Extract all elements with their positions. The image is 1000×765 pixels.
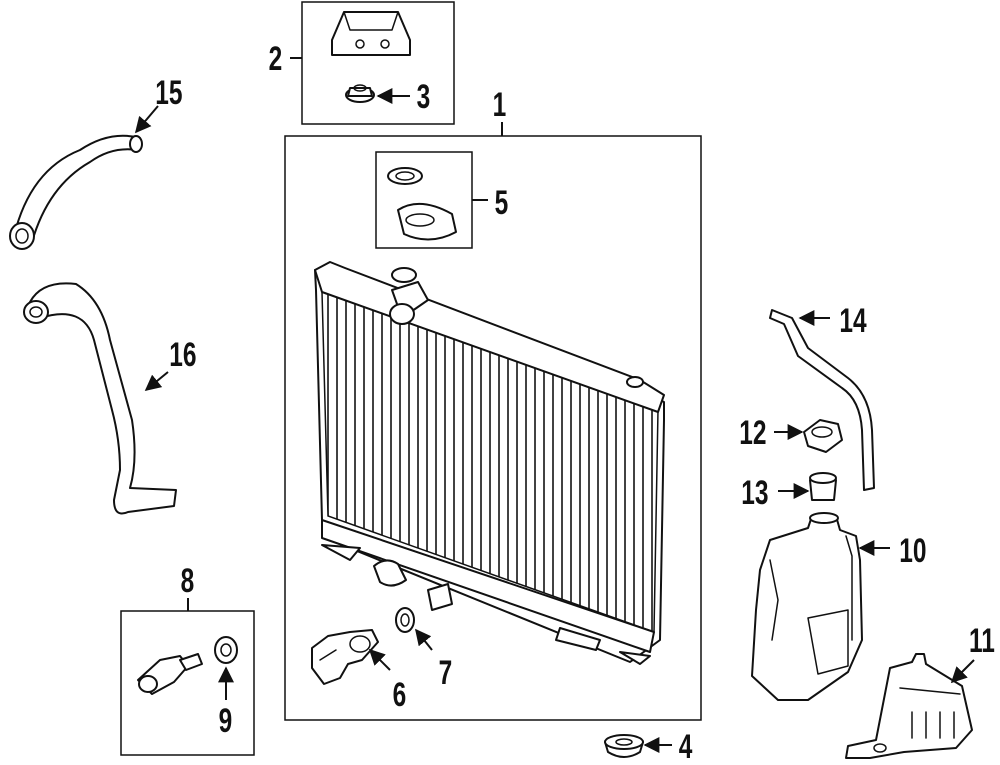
callout-15: 15 [155,74,182,112]
callout-16: 16 [169,336,196,374]
overflow-tube-group: 14 [769,302,875,491]
o-ring-part [395,607,415,633]
callout-2: 2 [269,40,283,78]
reservoir-tank-part [751,512,863,701]
temperature-sensor-part [137,653,203,695]
callout-8: 8 [181,562,195,600]
flange-nut-part [345,84,375,103]
callout-9: 9 [219,702,233,740]
callout-11: 11 [969,622,995,660]
radiator-core-part [314,261,665,665]
reservoir-bracket-group: 11 [845,622,995,759]
bracket-group: 2 3 [269,1,455,125]
callout-4: 4 [679,728,693,765]
callout-1: 1 [493,86,507,124]
leader-16 [144,371,169,392]
callout-5: 5 [495,184,509,222]
callout-10: 10 [899,532,926,570]
radiator-box [284,135,702,721]
leader-7 [415,628,433,651]
reservoir-bracket-part [845,653,973,759]
reservoir-cap-part [803,419,843,453]
sensor-group: 8 9 [120,562,255,756]
drain-plug-part [311,629,379,685]
lower-hose-group: 16 [23,282,197,515]
radiator-cap-seal-part [387,167,423,185]
bracket-box [301,1,455,125]
callout-7: 7 [439,654,453,692]
callout-3: 3 [417,78,431,116]
reservoir-seal-part [809,472,837,501]
leader-15 [134,105,159,134]
reservoir-tank-group: 10 [751,512,927,701]
mount-cushion-part [604,734,644,758]
callout-6: 6 [393,676,407,714]
mount-cushion-group: 4 [604,728,693,765]
radiator-group: 1 5 [284,86,702,721]
upper-bracket-part [331,11,411,56]
callout-12: 12 [739,414,766,452]
radiator-cap-part [397,203,457,241]
reservoir-seal-group: 13 [741,472,837,512]
callout-14: 14 [839,302,867,340]
callout-13: 13 [741,474,768,512]
leader-11 [950,659,975,684]
reservoir-cap-group: 12 [739,414,843,453]
sensor-washer-part [214,636,238,664]
leader-6 [368,648,391,671]
upper-hose-group: 15 [9,74,183,250]
